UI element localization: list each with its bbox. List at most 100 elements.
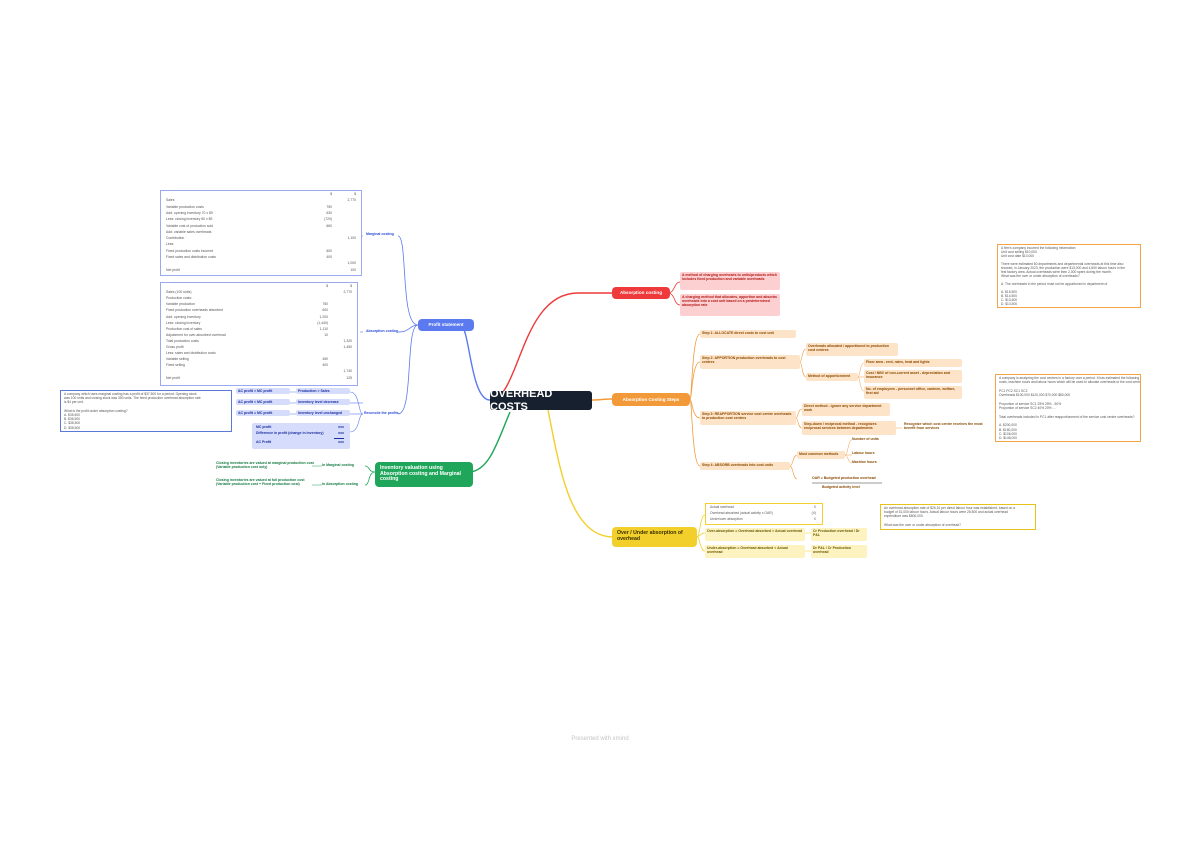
absorption-steps-topic[interactable]: Absorption Costing Steps (612, 393, 690, 406)
step-1-allocate[interactable]: Step 1: ALLOCATE direct costs to cost un… (700, 330, 796, 338)
row-label: Adjustment for over-absorbed overhead (166, 332, 226, 337)
question-line: C. $106,000 (999, 431, 1017, 436)
step-3-reapportion[interactable]: Step 3: REAPPORTION service cost centre … (700, 411, 796, 425)
table-row: Overhead absorbed (actual activity x OAR… (709, 511, 819, 518)
table-row: $$ (164, 192, 358, 199)
row-label: Add: opening inventory (166, 314, 201, 319)
row-label: Variable selling (166, 357, 189, 362)
row-value-a: 400 (322, 363, 328, 368)
question-line: was 100 units and closing stock was 350 … (64, 396, 201, 401)
under-absorption-entry: Dr P&L / Cr Production overhead (811, 545, 867, 558)
apportion-floor-area: Floor area - rent, rates, heat and light… (864, 359, 962, 367)
question-line: What is the profit under absorption cost… (64, 408, 128, 413)
marginal-inventory-label[interactable]: In Marginal costing (322, 463, 354, 467)
question-line: There were estimated 60 departments and … (1001, 262, 1124, 266)
row-label: Less: closing inventory (166, 320, 201, 325)
question-line: Unit cost selling $10,000 (1001, 250, 1037, 254)
step-2-apportion[interactable]: Step 2: APPORTION production overheads t… (700, 355, 800, 369)
table-row: Less: sales and distribution costs (164, 351, 354, 358)
question-line: A firm's company incurred the following … (1001, 246, 1077, 250)
table-row: Add: variable sales overheads (164, 229, 358, 237)
question-line: expenditure was $800,000. (884, 514, 924, 519)
question-line: An overhead absorption rate of $26.10 pe… (884, 506, 1016, 510)
question-line: PC1 PC2 SC1 SC2 (999, 388, 1028, 393)
question-line: Proportion of service SC1 25% 25% - 50% (999, 401, 1062, 406)
row-label: Total production costs (166, 338, 199, 343)
profit-statement-topic[interactable]: Profit statement (418, 319, 474, 331)
marginal-costing-label[interactable]: Marginal costing (366, 232, 394, 236)
row-value-a: 600 (326, 248, 332, 253)
row-label: Sales (100 units) (166, 290, 192, 295)
table-row: Variable cost of production sold 660 (164, 223, 358, 231)
row-label: Net profit (166, 267, 180, 272)
row-value-b: 2,770 (343, 290, 353, 295)
calc-line-1: MC profit (256, 425, 272, 429)
reapportion-question-box: A company is analyzing the cost centres … (995, 374, 1141, 442)
row-value: (X) (811, 511, 816, 515)
inventory-valuation-topic[interactable]: Inventory valuation using Absorption cos… (375, 462, 473, 487)
over-absorption-note: Over-absorption = Overhead absorbed > Ac… (705, 528, 805, 541)
row-value-b: 2,770 (347, 198, 357, 203)
method-labour-hours: Labour hours (852, 451, 875, 455)
question-line: B. $160,000 (999, 427, 1017, 432)
table-row: Sales (100 units) 2,770 (164, 290, 354, 297)
absorption-inventory-desc: Closing inventories are valued at full p… (216, 478, 305, 487)
table-row: Less: closing inventory 80 x $9(720) (164, 217, 358, 224)
reconcile-row-3-left: AC profit = MC profit (236, 410, 290, 417)
absorption-inventory-label[interactable]: In Absorption costing (322, 482, 359, 486)
apportion-employees: No. of employees - personnel office, can… (864, 386, 962, 399)
row-label: Production cost of sales (166, 326, 202, 331)
central-topic-title: OVERHEAD COSTS (490, 391, 553, 410)
row-value-a: $ (330, 192, 332, 196)
calc-line-2: Difference in profit (change in inventor… (256, 431, 324, 435)
question-line: A. The overheads in the period must not … (1001, 282, 1108, 286)
row-label: Variable production costs (166, 204, 204, 209)
reconcile-row-1-right: Production > Sales (296, 388, 350, 395)
method-machine-hours: Machine hours (852, 460, 877, 464)
table-row: 1,000 (164, 261, 358, 268)
most-common-methods: Most common methods (797, 451, 845, 459)
row-label: Contribution (166, 236, 185, 241)
absorption-definition-1: A method of charging overheads to units/… (680, 272, 780, 290)
over-under-absorption-label: Over / Under absorption of overhead (617, 530, 683, 542)
question-line: costs, machine hours and labour hours wh… (999, 380, 1141, 385)
absorption-costing-label[interactable]: Absorption costing (366, 329, 399, 333)
over-absorption-entry: Cr Production overhead / Dr P&L (811, 528, 867, 541)
step-4-absorb[interactable]: Step 4: ABSORB overheads into cost units (700, 462, 790, 470)
row-value-a: 450 (322, 357, 328, 362)
over-under-absorption-topic[interactable]: Over / Under absorption of overhead (612, 527, 697, 547)
row-value-a: (720) (324, 217, 332, 222)
table-row: Less: closing inventory(1,440) (164, 320, 354, 328)
calc-line-3: AC Profit (256, 440, 272, 444)
reconcile-profits-label[interactable]: Reconcile the profits (364, 411, 399, 415)
method-of-apportionment: Method of apportionment (806, 373, 858, 381)
row-label: Actual overhead (710, 505, 734, 509)
absorption-costing-topic[interactable]: Absorption costing (612, 287, 670, 299)
row-label: Less: sales and distribution costs (166, 351, 216, 356)
footer-credit: Presented with xmind (571, 736, 629, 742)
row-value-a: 660 (326, 223, 332, 228)
row-value-a: 1,110 (319, 326, 328, 331)
question-line: What was the over or under absorption of… (884, 522, 961, 527)
row-label: Fixed selling (166, 363, 185, 368)
row-value-b: 1,740 (343, 369, 353, 374)
over-under-question-box: An overhead absorption rate of $26.10 pe… (880, 504, 1036, 530)
row-label: Add: variable sales overheads (166, 229, 212, 234)
question-line: Total overheads included in PC1 after re… (999, 414, 1135, 419)
question-line: C. $13,600 (1001, 298, 1018, 302)
row-label: Variable cost of production sold (166, 223, 214, 228)
question-line: first factory area. Actual overheads wer… (1001, 270, 1112, 274)
question-line: A company is analyzing the cost centres … (999, 376, 1140, 380)
table-row: Variable selling 450 (164, 357, 354, 364)
central-topic[interactable]: OVERHEAD COSTS (490, 391, 592, 410)
row-value-b: 1,320 (343, 338, 353, 343)
question-line: C. $38,500 (64, 421, 81, 426)
direct-method-note: Direct method - ignore any service depar… (802, 403, 890, 416)
